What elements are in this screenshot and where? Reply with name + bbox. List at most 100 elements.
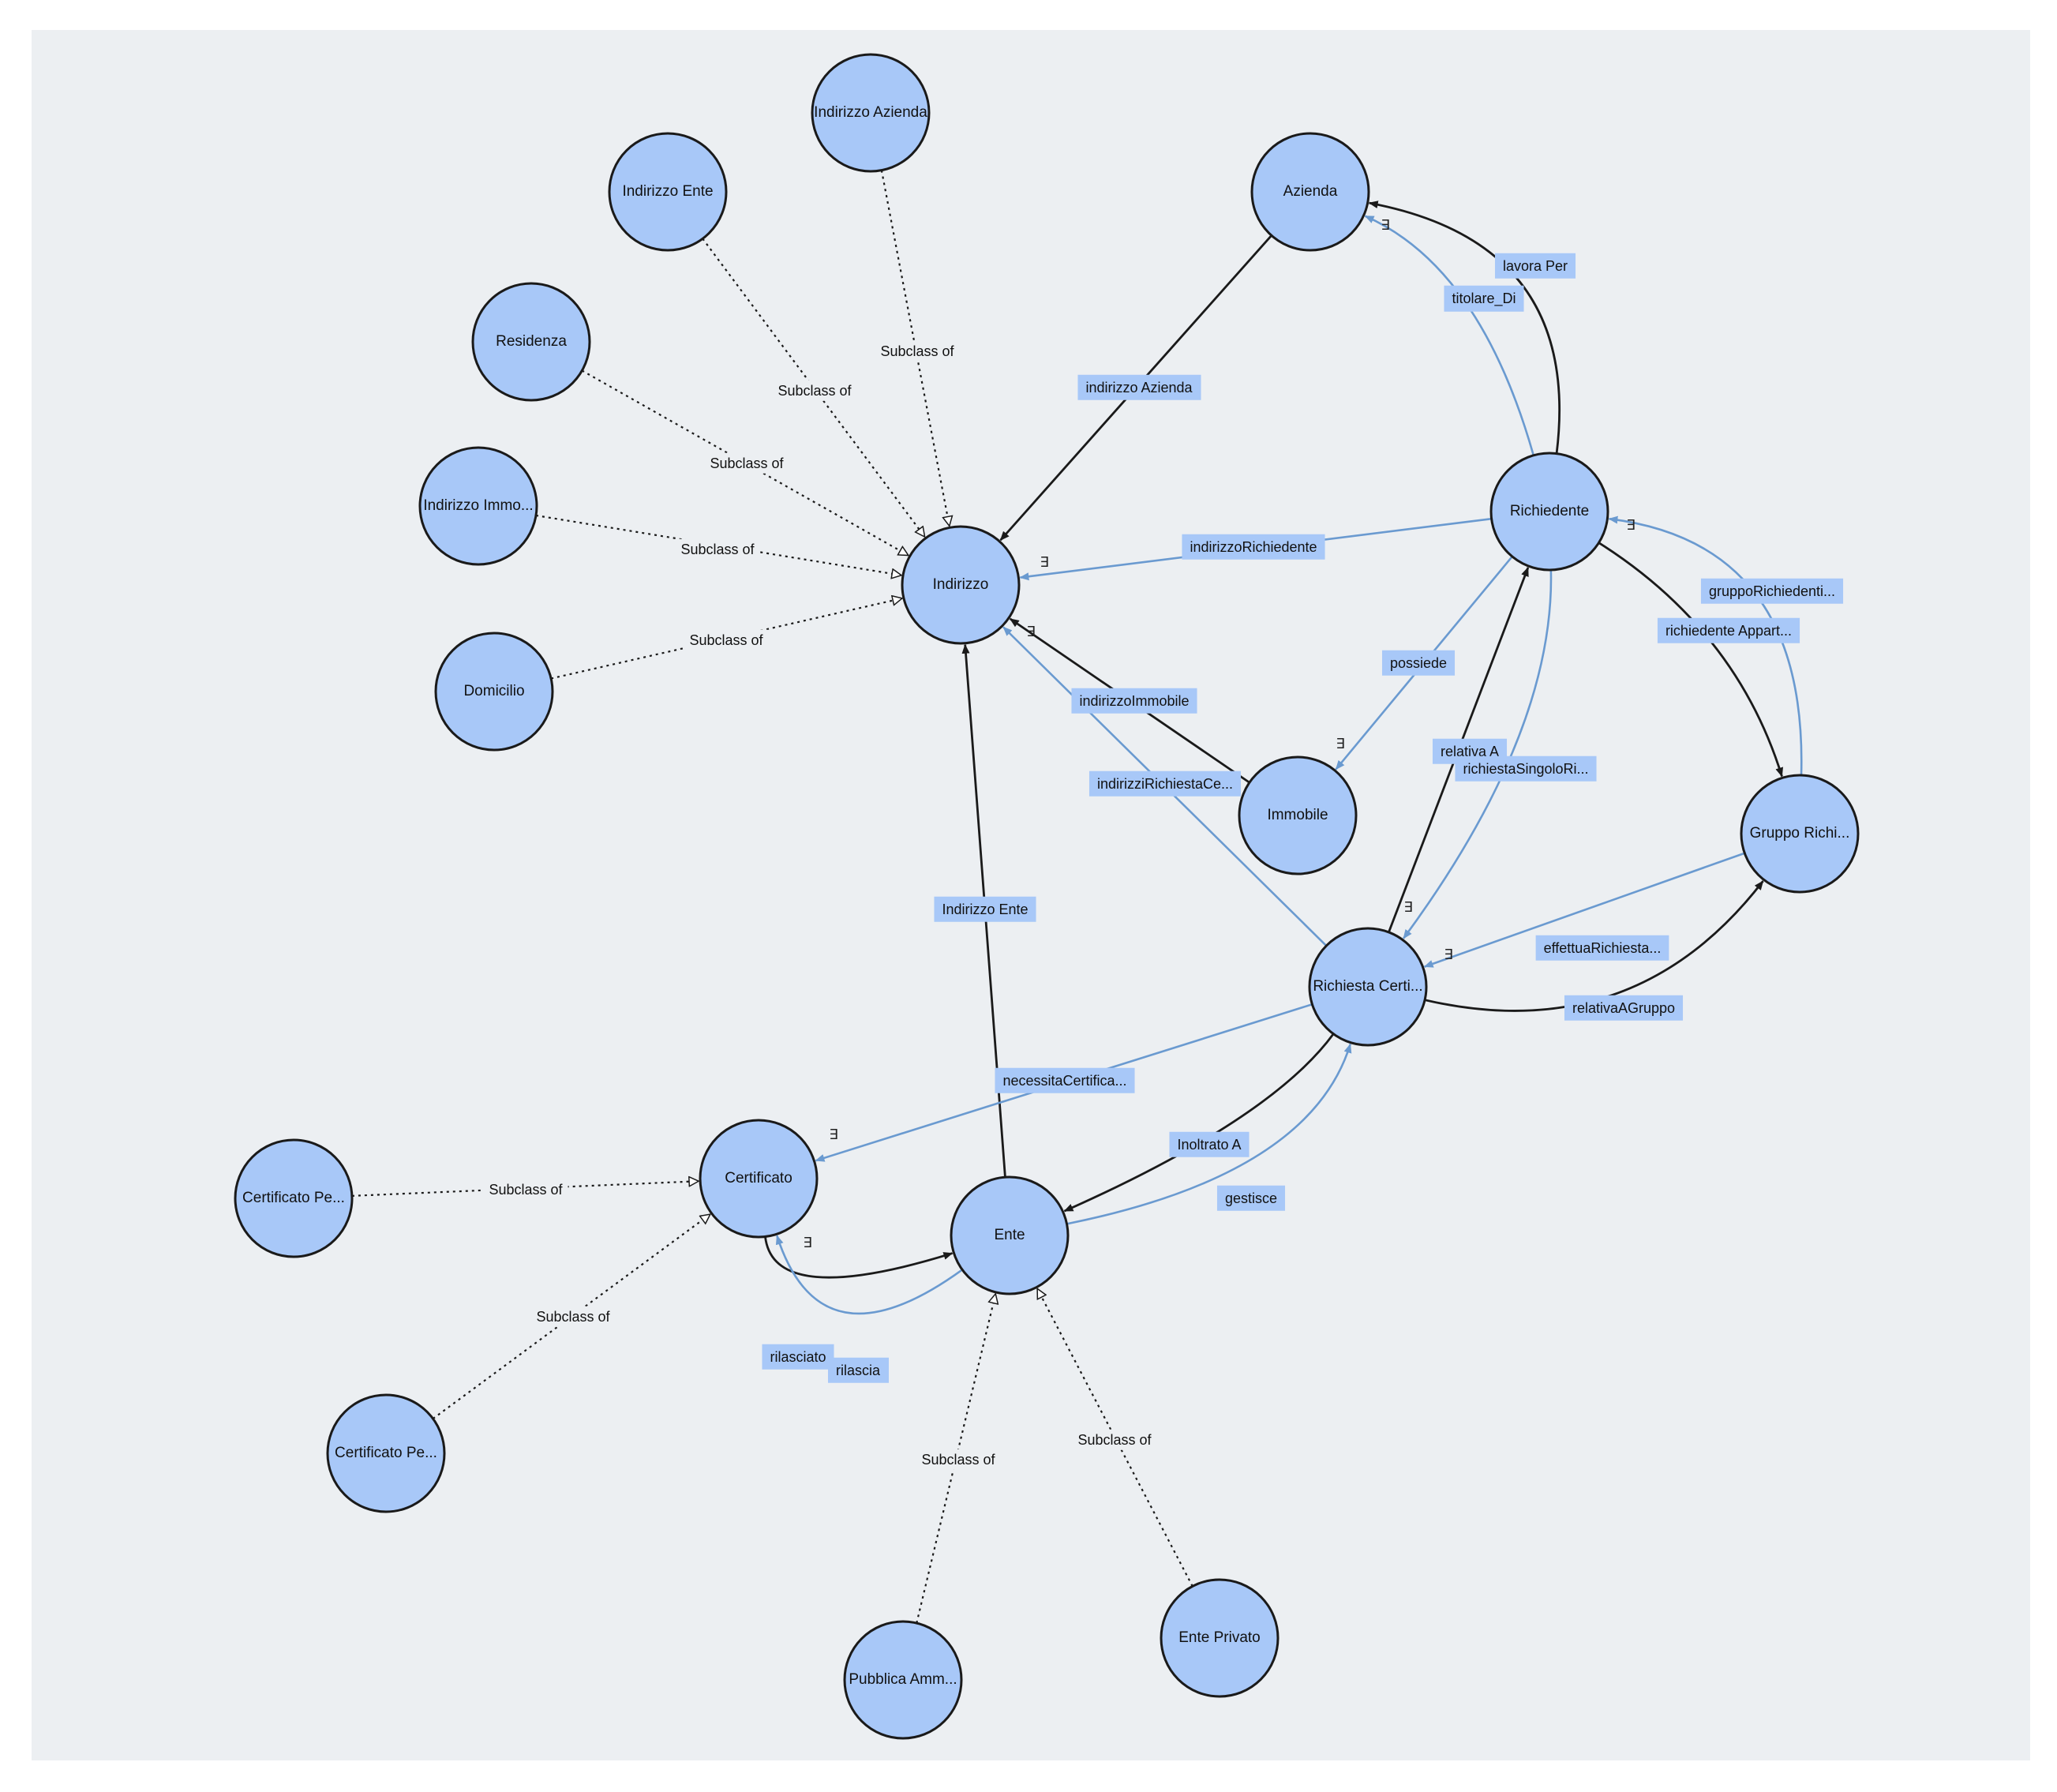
subclass-label-indirizzo_immo-bg (676, 538, 760, 560)
edge-label-richiedente_appart[interactable]: richiedente Appart... (1657, 617, 1800, 643)
edge-label-gestisce[interactable]: gestisce (1216, 1185, 1286, 1211)
svg-text:Indirizzo Ente: Indirizzo Ente (942, 902, 1028, 917)
node-richiedente[interactable]: Richiedente (1489, 452, 1609, 572)
edge-label-possiede[interactable]: possiede (1381, 650, 1456, 676)
subclass-label-pubblica-bg (916, 1449, 1001, 1470)
node-gruppo[interactable]: Gruppo Richi... (1740, 774, 1860, 894)
svg-text:richiedente Appart...: richiedente Appart... (1665, 623, 1792, 639)
node-indirizzo_immo[interactable]: Indirizzo Immo... (418, 446, 538, 566)
edge-label-indirizzi_richiesta-box (1088, 770, 1242, 797)
node-cert_pe_1[interactable]: Certificato Pe... (234, 1138, 354, 1258)
edge-label-effettua_richiesta[interactable]: effettuaRichiesta... (1535, 935, 1669, 961)
subclass-edge-indirizzo_ente[interactable] (702, 238, 924, 537)
node-circle (418, 446, 538, 566)
node-circle (843, 1620, 963, 1740)
node-label: Indirizzo Immo... (423, 497, 533, 514)
edge-label-rilascia-box (827, 1357, 889, 1383)
node-circle (811, 53, 931, 173)
subclass-label-pubblica[interactable]: Subclass of (916, 1449, 1001, 1470)
node-circle (608, 132, 728, 252)
svg-text:Inoltrato A: Inoltrato A (1177, 1137, 1241, 1153)
edge-lavora_per[interactable] (1368, 201, 1561, 454)
svg-text:Subclass of: Subclass of (536, 1309, 610, 1325)
node-circle (326, 1393, 446, 1513)
edge-inoltrato_a[interactable] (1063, 1033, 1335, 1213)
edge-gestisce[interactable] (1066, 1043, 1352, 1225)
node-indirizzo_ente[interactable]: Indirizzo Ente (608, 132, 728, 252)
subclass-label-indirizzo_immo[interactable]: Subclass of (676, 538, 760, 560)
node-ente_privato[interactable]: Ente Privato (1160, 1578, 1280, 1698)
svg-text:possiede: possiede (1390, 655, 1447, 671)
edge-label-necessita_certifica-box (995, 1067, 1135, 1093)
svg-text:Subclass of: Subclass of (880, 343, 954, 359)
edge-richiedente_appart[interactable] (1598, 542, 1784, 778)
subclass-label-cert_pe_1[interactable]: Subclass of (484, 1179, 568, 1200)
edge-label-rilasciato[interactable]: rilasciato (762, 1344, 834, 1370)
edge-label-indirizzo_ente_rel[interactable]: Indirizzo Ente (934, 896, 1036, 922)
edge-label-inoltrato_a[interactable]: Inoltrato A (1169, 1131, 1250, 1157)
edge-label-gruppo_richiedenti[interactable]: gruppoRichiedenti... (1700, 578, 1844, 604)
edge-label-richiedente_appart-box (1657, 617, 1800, 643)
node-pubblica[interactable]: Pubblica Amm... (843, 1620, 963, 1740)
subclass-edge-ente_privato[interactable] (1036, 1288, 1193, 1587)
svg-text:indirizziRichiestaCe...: indirizziRichiestaCe... (1097, 776, 1233, 792)
node-azienda[interactable]: Azienda (1250, 132, 1370, 252)
node-cert_pe_2[interactable]: Certificato Pe... (326, 1393, 446, 1513)
subclass-label-residenza[interactable]: Subclass of (705, 452, 789, 474)
svg-text:Subclass of: Subclass of (921, 1452, 995, 1468)
node-richiesta[interactable]: Richiesta Certi... (1308, 927, 1428, 1047)
edge-label-indirizzi_richiesta[interactable]: indirizziRichiestaCe... (1088, 770, 1242, 797)
exists-marker-titolare_di: ∃ (1381, 217, 1389, 234)
node-certificato[interactable]: Certificato (699, 1119, 819, 1239)
node-label: Certificato (725, 1170, 792, 1187)
node-label: Azienda (1283, 183, 1338, 200)
subclass-label-residenza-bg (705, 452, 789, 474)
node-circle (1308, 927, 1428, 1047)
edge-titolare_di[interactable] (1364, 215, 1535, 456)
edge-label-rilasciato-box (762, 1344, 834, 1370)
node-circle (901, 525, 1021, 645)
svg-text:rilasciato: rilasciato (770, 1349, 826, 1365)
subclass-label-indirizzo_azienda[interactable]: Subclass of (875, 340, 960, 362)
node-label: Domicilio (463, 683, 524, 699)
edge-label-richiesta_singolo[interactable]: richiestaSingoloRi... (1455, 755, 1597, 782)
edge-richiesta_singolo[interactable] (1403, 569, 1553, 939)
svg-text:effettuaRichiesta...: effettuaRichiesta... (1544, 940, 1662, 956)
node-circle (1160, 1578, 1280, 1698)
edge-rilascia[interactable] (775, 1235, 963, 1315)
edge-label-relativa_a_gruppo[interactable]: relativaAGruppo (1564, 995, 1684, 1021)
edge-label-lavora_per-box (1494, 253, 1576, 279)
node-indirizzo[interactable]: Indirizzo (901, 525, 1021, 645)
svg-text:indirizzoImmobile: indirizzoImmobile (1079, 693, 1189, 709)
edge-effettua_richiesta[interactable] (1423, 852, 1745, 968)
edge-label-indirizzo_immobile[interactable]: indirizzoImmobile (1071, 688, 1197, 714)
subclass-label-cert_pe_2[interactable]: Subclass of (531, 1306, 616, 1327)
svg-text:Subclass of: Subclass of (710, 455, 784, 471)
edge-label-indirizzo_richiedente[interactable]: indirizzoRichiedente (1182, 534, 1325, 560)
node-indirizzo_azienda[interactable]: Indirizzo Azienda (811, 53, 931, 173)
edge-label-lavora_per[interactable]: lavora Per (1494, 253, 1576, 279)
subclass-label-ente_privato[interactable]: Subclass of (1073, 1429, 1157, 1450)
edge-gruppo_richiedenti[interactable] (1608, 515, 1803, 776)
svg-text:Subclass of: Subclass of (1077, 1432, 1152, 1448)
subclass-label-domicilio[interactable]: Subclass of (684, 629, 769, 650)
node-domicilio[interactable]: Domicilio (434, 632, 554, 752)
edge-label-indirizzo_immobile-box (1071, 688, 1197, 714)
node-circle (1238, 755, 1358, 875)
svg-text:Subclass of: Subclass of (689, 632, 763, 648)
subclass-edge-cert_pe_1[interactable] (351, 1181, 699, 1197)
node-ente[interactable]: Ente (950, 1175, 1070, 1295)
exists-marker-richiesta_singolo: ∃ (1403, 899, 1412, 916)
edge-label-necessita_certifica[interactable]: necessitaCertifica... (995, 1067, 1135, 1093)
node-label: Certificato Pe... (242, 1190, 345, 1206)
edge-label-rilascia[interactable]: rilascia (827, 1357, 889, 1383)
edge-label-titolare_di[interactable]: titolare_Di (1444, 285, 1524, 312)
node-immobile[interactable]: Immobile (1238, 755, 1358, 875)
node-residenza[interactable]: Residenza (471, 282, 591, 402)
edge-label-indirizzo_azienda_rel[interactable]: indirizzo Azienda (1077, 374, 1201, 400)
svg-text:relativaAGruppo: relativaAGruppo (1572, 1000, 1675, 1016)
edge-relativa_a_gruppo[interactable] (1424, 880, 1764, 1012)
node-circle (950, 1175, 1070, 1295)
edge-rilasciato[interactable] (764, 1236, 954, 1279)
subclass-label-indirizzo_ente[interactable]: Subclass of (773, 380, 857, 401)
